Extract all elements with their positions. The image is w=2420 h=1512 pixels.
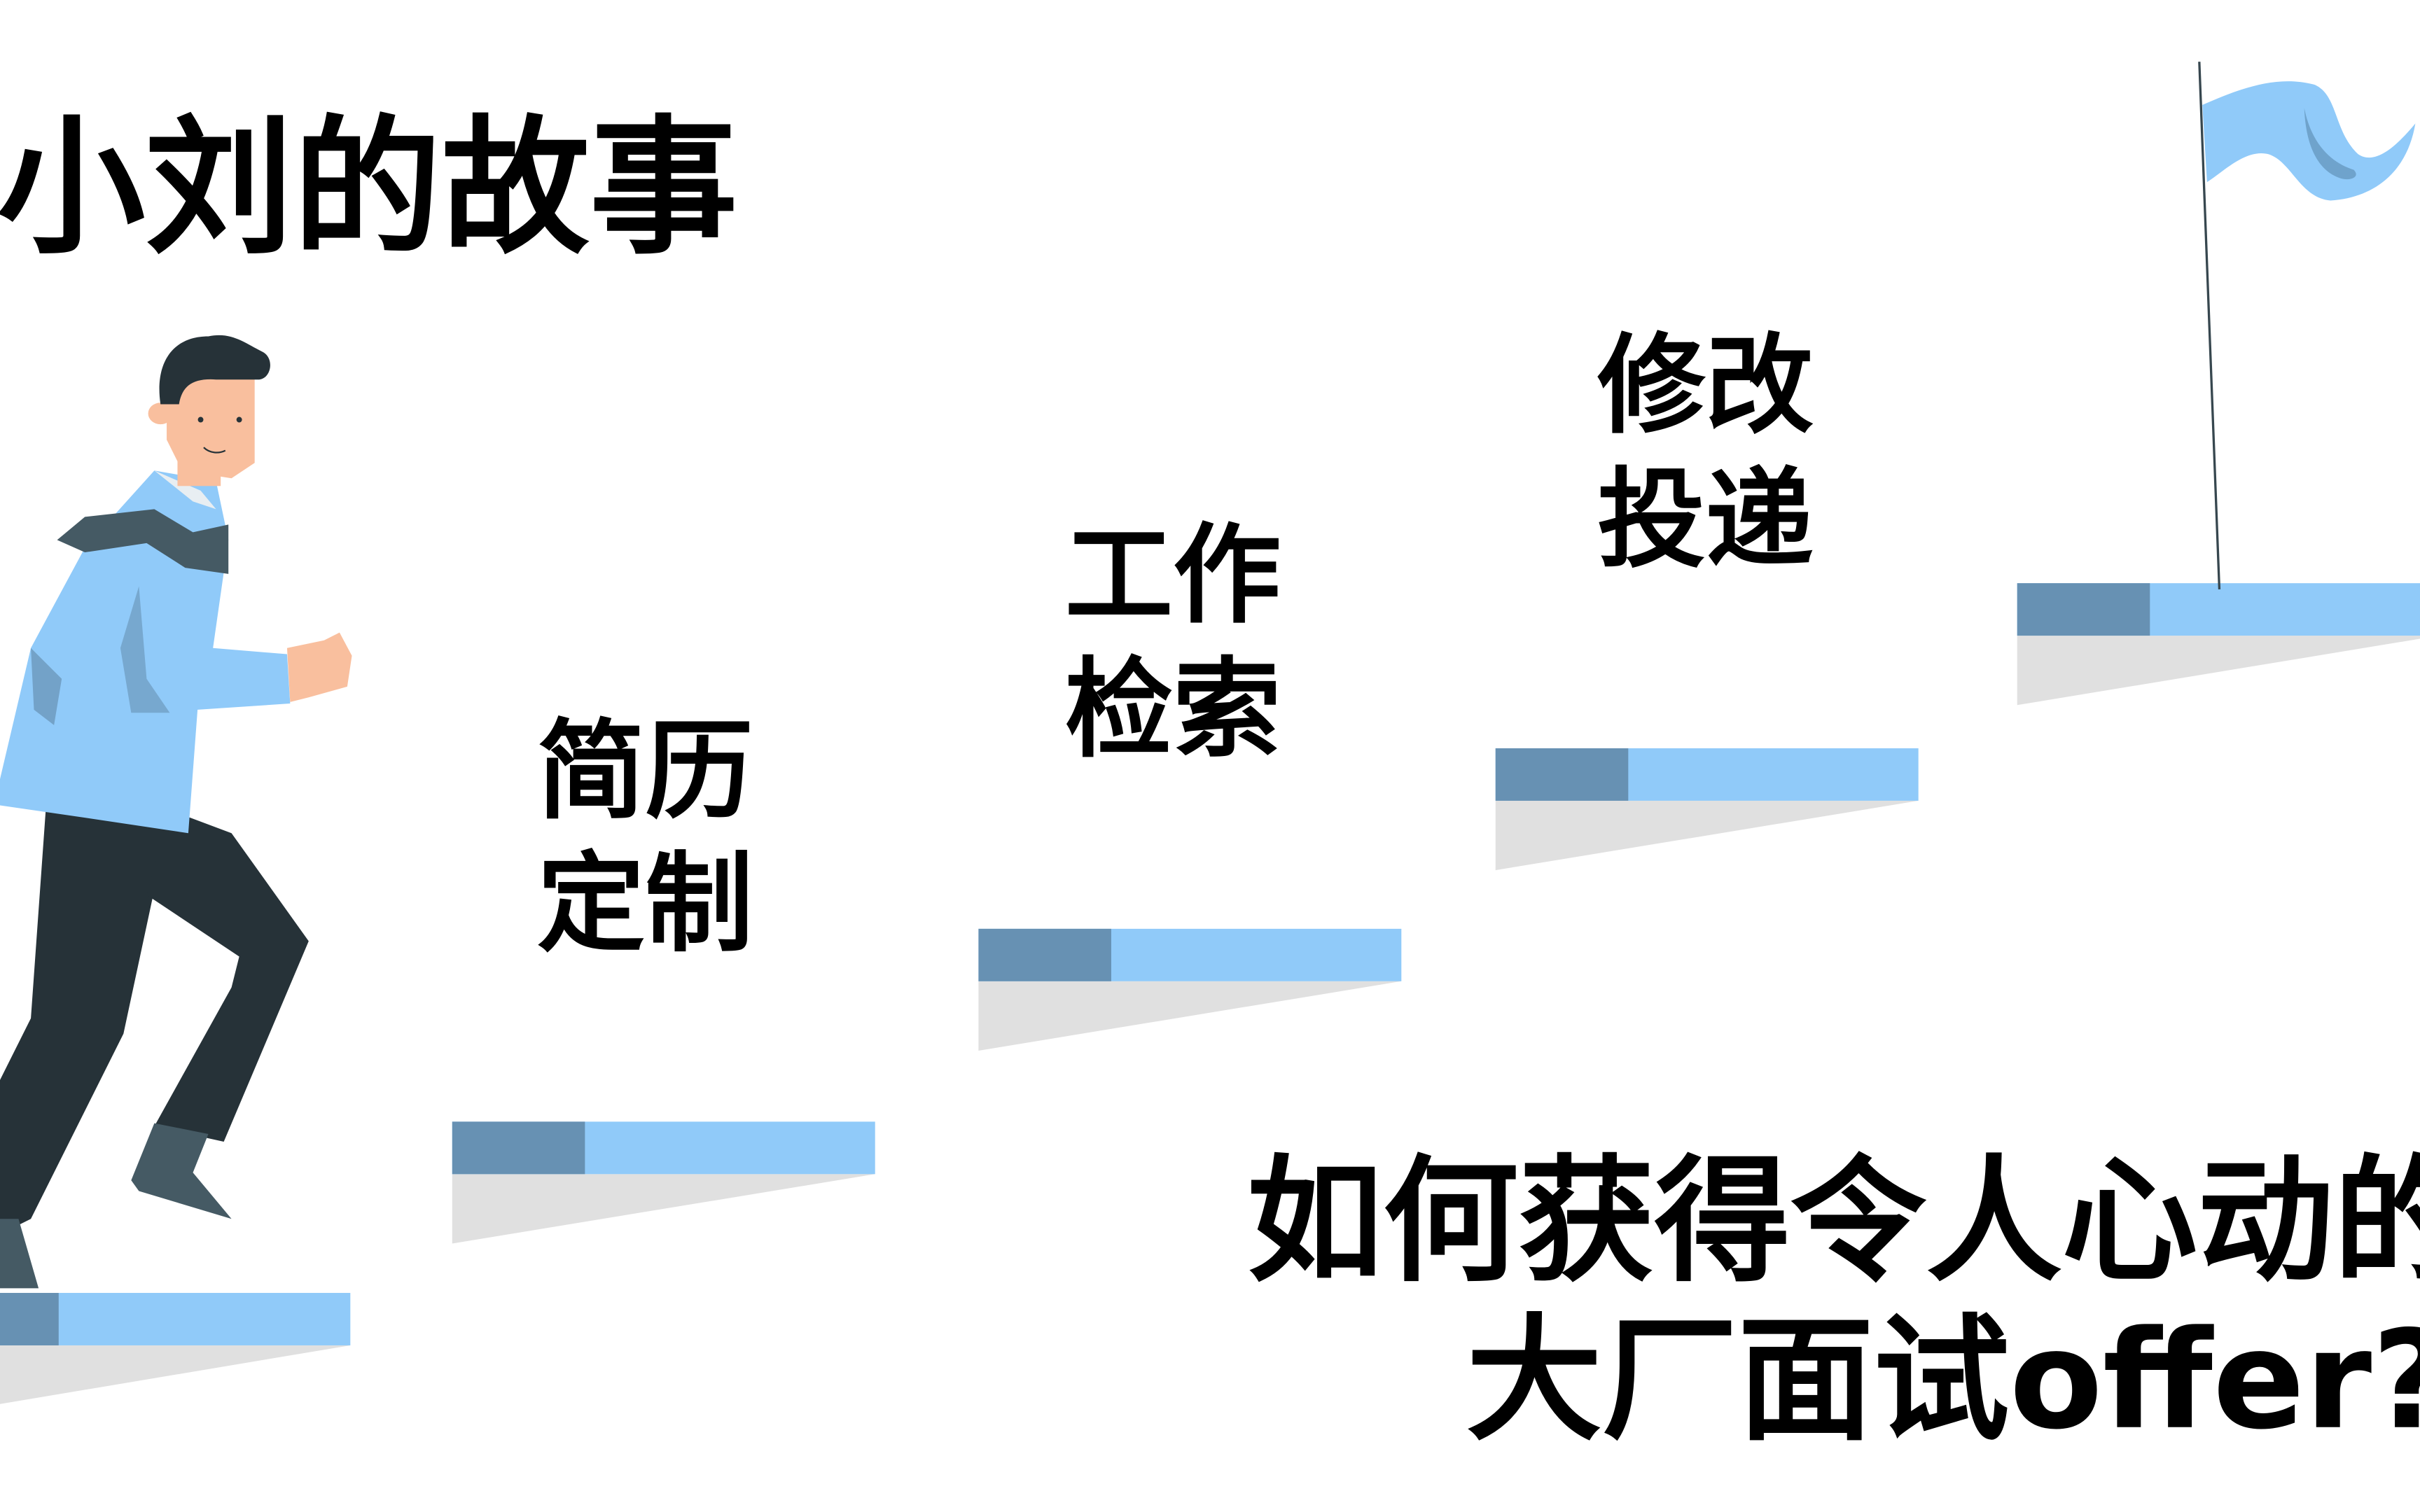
flag-icon	[2198, 62, 2416, 590]
step-edge	[2017, 583, 2150, 636]
step-label-2-line2: 检索	[1065, 648, 1281, 773]
climbing-man-illustration	[0, 335, 352, 1289]
stair-step-1	[0, 1293, 351, 1404]
step-shadow	[0, 1345, 351, 1404]
question-line1: 如何获得令人心动的	[1247, 1142, 2420, 1301]
step-label-1-line2: 定制	[537, 841, 753, 967]
step-label-3-line2: 投递	[1597, 458, 1814, 583]
stair-step-3	[978, 928, 1402, 1051]
slide-title: 小刘的故事	[0, 102, 737, 274]
step-edge	[1495, 748, 1629, 801]
step-shadow	[978, 981, 1402, 1051]
step-shadow	[2017, 636, 2420, 706]
stair-step-4	[1495, 748, 1919, 871]
stair-step-5	[2017, 583, 2420, 706]
staircase	[0, 583, 2420, 1404]
step-edge	[452, 1121, 585, 1175]
stair-step-2	[452, 1121, 875, 1244]
step-label-1-line1: 简历	[537, 709, 753, 834]
step-shadow	[452, 1174, 875, 1244]
question-line2: 大厂面试offer?	[1466, 1301, 2420, 1460]
step-edge	[978, 928, 1111, 981]
step-label-2-line1: 工作	[1065, 513, 1281, 638]
step-edge	[0, 1293, 59, 1345]
step-shadow	[1495, 800, 1919, 871]
step-label-3-line1: 修改	[1597, 323, 1814, 449]
